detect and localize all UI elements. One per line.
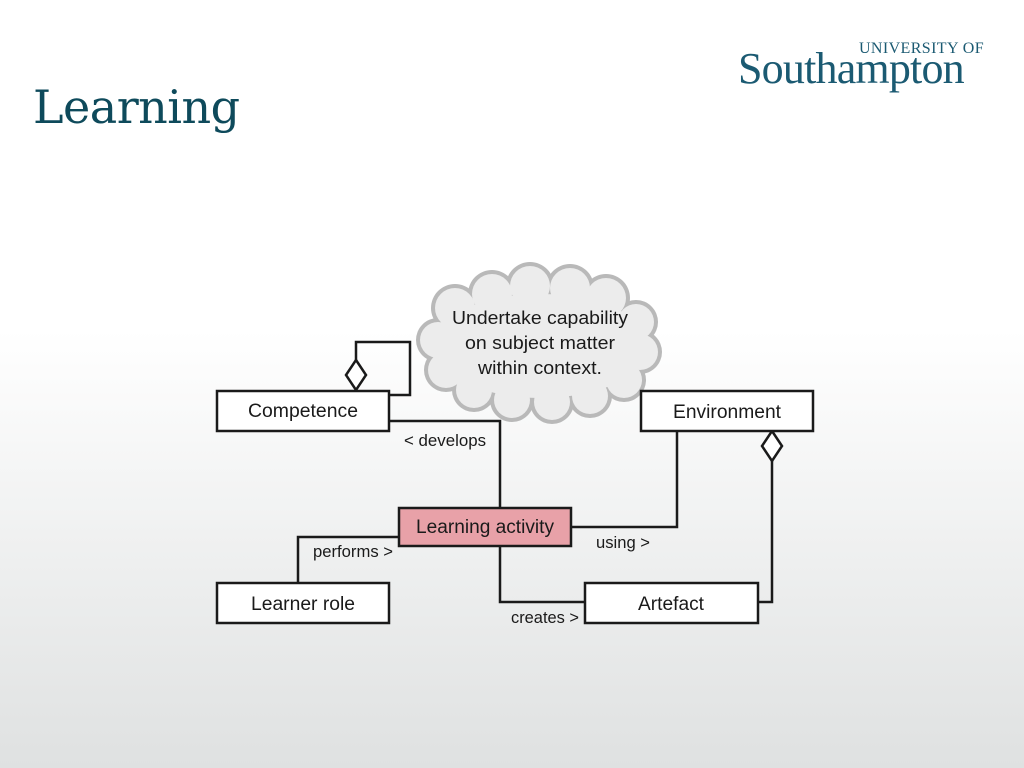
thought-cloud: Undertake capability on subject matter w… — [416, 262, 662, 424]
environment-label: Environment — [673, 402, 782, 423]
cloud-line-1: Undertake capability — [452, 307, 629, 328]
performs-label: performs > — [313, 542, 393, 561]
environment-artefact-aggregation-line — [758, 461, 774, 604]
university-logo: UNIVERSITY OF Southampton — [738, 40, 988, 100]
environment-aggregation-diamond — [760, 428, 784, 464]
slide-title: Learning — [33, 80, 240, 134]
creates-label: creates > — [511, 608, 579, 627]
artefact-label: Artefact — [638, 594, 705, 615]
logo-line-1: UNIVERSITY OF — [858, 40, 984, 57]
develops-label: < develops — [404, 431, 486, 450]
logo-line-2: Southampton — [738, 44, 965, 93]
competence-label: Competence — [248, 401, 358, 422]
cloud-line-3: within context. — [477, 357, 602, 378]
environment-box — [639, 389, 815, 433]
using-connector — [571, 431, 679, 529]
cloud-line-2: on subject matter — [465, 332, 615, 353]
artefact-box — [583, 581, 760, 625]
competence-aggregation-diamond — [344, 357, 368, 393]
competence-box — [215, 389, 391, 433]
learning-activity-label: Learning activity — [416, 517, 555, 538]
using-label: using > — [596, 533, 650, 552]
learning-activity-box — [397, 506, 573, 548]
learner-role-label: Learner role — [251, 594, 355, 615]
develops-connector — [389, 419, 502, 508]
learner-role-box — [215, 581, 391, 625]
competence-self-aggregation-line — [354, 340, 412, 397]
performs-connector — [296, 535, 400, 583]
creates-connector — [498, 546, 585, 604]
